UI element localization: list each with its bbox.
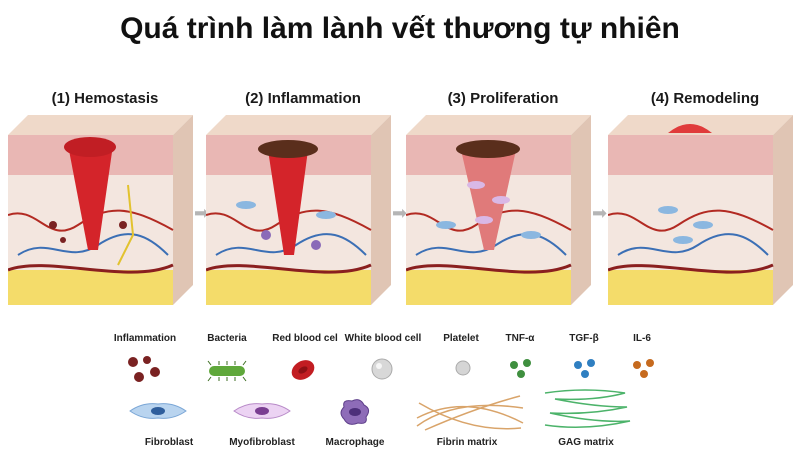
legend-label-il-6: IL-6 [633,333,651,344]
bacteria-icon [207,360,247,382]
macrophage-icon [340,399,370,425]
platelet-icon [455,360,471,376]
red-blood-cell-icon [291,360,315,380]
white-blood-cell-icon [371,358,393,380]
legend-label-fibrin-matrix: Fibrin matrix [436,437,498,448]
legend-label-macrophage: Macrophage [325,437,385,448]
legend-label-inflammation: Inflammation [113,333,177,344]
hemostasis-panel [8,115,193,305]
diagram-title: Quá trình làm lành vết thương tự nhiên [120,12,680,45]
stage-label-inflammation: (2) Inflammation [245,90,361,107]
legend-label-white-blood-cell: White blood cell [344,333,422,344]
proliferation-panel [406,115,591,305]
tnf-alpha-icon [510,359,531,378]
gag-matrix-icon [544,389,631,428]
inflammation-icon [128,356,160,382]
stage-label-proliferation: (3) Proliferation [447,90,559,107]
legend-label-platelet: Platelet [443,333,479,344]
myofibroblast-icon [233,403,291,419]
remodeling-panel [608,115,793,305]
inflammation-panel [206,115,391,305]
arrow-icon: ➡ [392,203,408,223]
legend-label-tnf-alpha: TNF-α [505,333,535,344]
fibrin-matrix-icon [416,395,524,431]
il-6-icon [633,359,654,378]
stage-label-hemostasis: (1) Hemostasis [51,90,159,107]
stage-label-remodeling: (4) Remodeling [650,90,760,107]
tgf-beta-icon [574,359,595,378]
legend-label-fibroblast: Fibroblast [144,437,194,448]
legend-label-tgf-beta: TGF-β [569,333,599,344]
fibroblast-icon [129,403,187,419]
legend-label-red-blood-cell: Red blood cel [272,333,338,344]
arrow-icon: ➡ [592,203,608,223]
legend-label-bacteria: Bacteria [207,333,247,344]
legend-label-myofibroblast: Myofibroblast [229,437,295,448]
legend-label-gag-matrix: GAG matrix [558,437,614,448]
arrow-icon: ➡ [194,203,210,223]
